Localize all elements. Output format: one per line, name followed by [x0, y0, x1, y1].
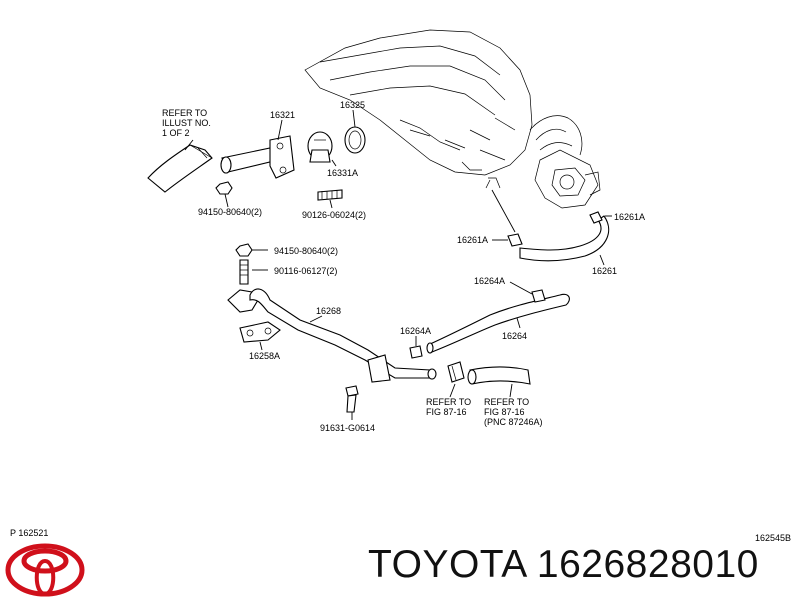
label-94150-upper: 94150-80640(2) — [198, 207, 262, 217]
label-refer-illust-1: REFER TO — [162, 108, 207, 118]
bolt-91631 — [345, 385, 359, 420]
hose-16264 — [426, 281, 570, 354]
water-inlet-16321 — [220, 119, 295, 179]
throttle-body-drawing — [529, 115, 601, 209]
label-refer-fig-1a: REFER TO — [426, 397, 471, 407]
figure-code-right: 162545B — [755, 533, 792, 543]
nut-and-stud-lower — [235, 243, 268, 285]
engine-block-drawing — [304, 29, 533, 189]
gasket-16258a — [239, 321, 281, 351]
label-90116: 90116-06127(2) — [274, 266, 337, 276]
label-90126: 90126-06024(2) — [302, 210, 366, 220]
label-16264: 16264 — [502, 331, 527, 341]
label-16258a: 16258A — [249, 351, 280, 361]
toyota-logo-icon — [5, 543, 85, 597]
label-refer-fig-2a: REFER TO — [484, 397, 529, 407]
label-refer-fig-2c: (PNC 87246A) — [484, 417, 543, 427]
upper-radiator-hose — [147, 139, 213, 193]
label-16261a-left: 16261A — [457, 235, 488, 245]
label-16331a: 16331A — [327, 168, 358, 178]
brand-part-number: TOYOTA 1626828010 — [368, 543, 759, 586]
fittings-fig-87-16 — [447, 361, 531, 398]
label-16264a-top: 16264A — [474, 276, 505, 286]
figure-code-left: P 162521 — [10, 528, 49, 538]
nut-and-stud-upper — [215, 181, 343, 209]
label-16261: 16261 — [592, 266, 617, 276]
label-16321: 16321 — [270, 110, 295, 120]
label-refer-illust-3: 1 OF 2 — [162, 128, 190, 138]
label-94150-lower: 94150-80640(2) — [274, 246, 338, 256]
clamp-16264a-lower — [409, 336, 423, 359]
gasket-16325 — [344, 109, 366, 154]
label-16268: 16268 — [316, 306, 341, 316]
label-refer-illust-2: ILLUST NO. — [162, 118, 211, 128]
label-refer-fig-2b: FIG 87-16 — [484, 407, 525, 417]
pipe-16268 — [227, 288, 437, 383]
label-16325: 16325 — [340, 100, 365, 110]
hose-16261 — [491, 189, 612, 266]
label-16261a-right: 16261A — [614, 212, 645, 222]
label-refer-fig-1b: FIG 87-16 — [426, 407, 467, 417]
label-16264a-bottom: 16264A — [400, 326, 431, 336]
thermostat-16331a — [307, 131, 337, 167]
label-91631: 91631-G0614 — [320, 423, 375, 433]
